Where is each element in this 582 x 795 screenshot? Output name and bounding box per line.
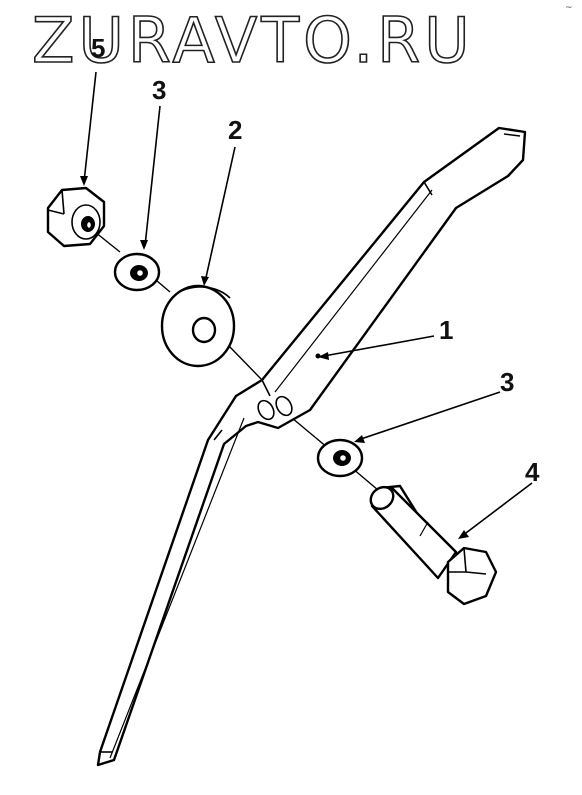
callout-1: 1: [439, 315, 453, 345]
callout-4: 4: [525, 457, 540, 487]
large-washer: [160, 284, 236, 368]
leader-lines: [80, 71, 533, 539]
hex-nut: [46, 186, 106, 248]
callout-5: 5: [91, 33, 105, 63]
small-washer-lower: [316, 438, 364, 478]
small-washer-upper: [113, 252, 161, 292]
hex-bolt: [369, 484, 498, 606]
callout-3-upper: 3: [152, 75, 166, 105]
callout-3-lower: 3: [500, 367, 514, 397]
callout-labels: 1 2 3 3 4 5: [91, 33, 540, 487]
corner-mark: ~: [565, 3, 573, 13]
bracket-arm: [96, 126, 527, 767]
callout-2: 2: [228, 115, 242, 145]
watermark-text: ZURAVTO.RU: [32, 4, 474, 77]
